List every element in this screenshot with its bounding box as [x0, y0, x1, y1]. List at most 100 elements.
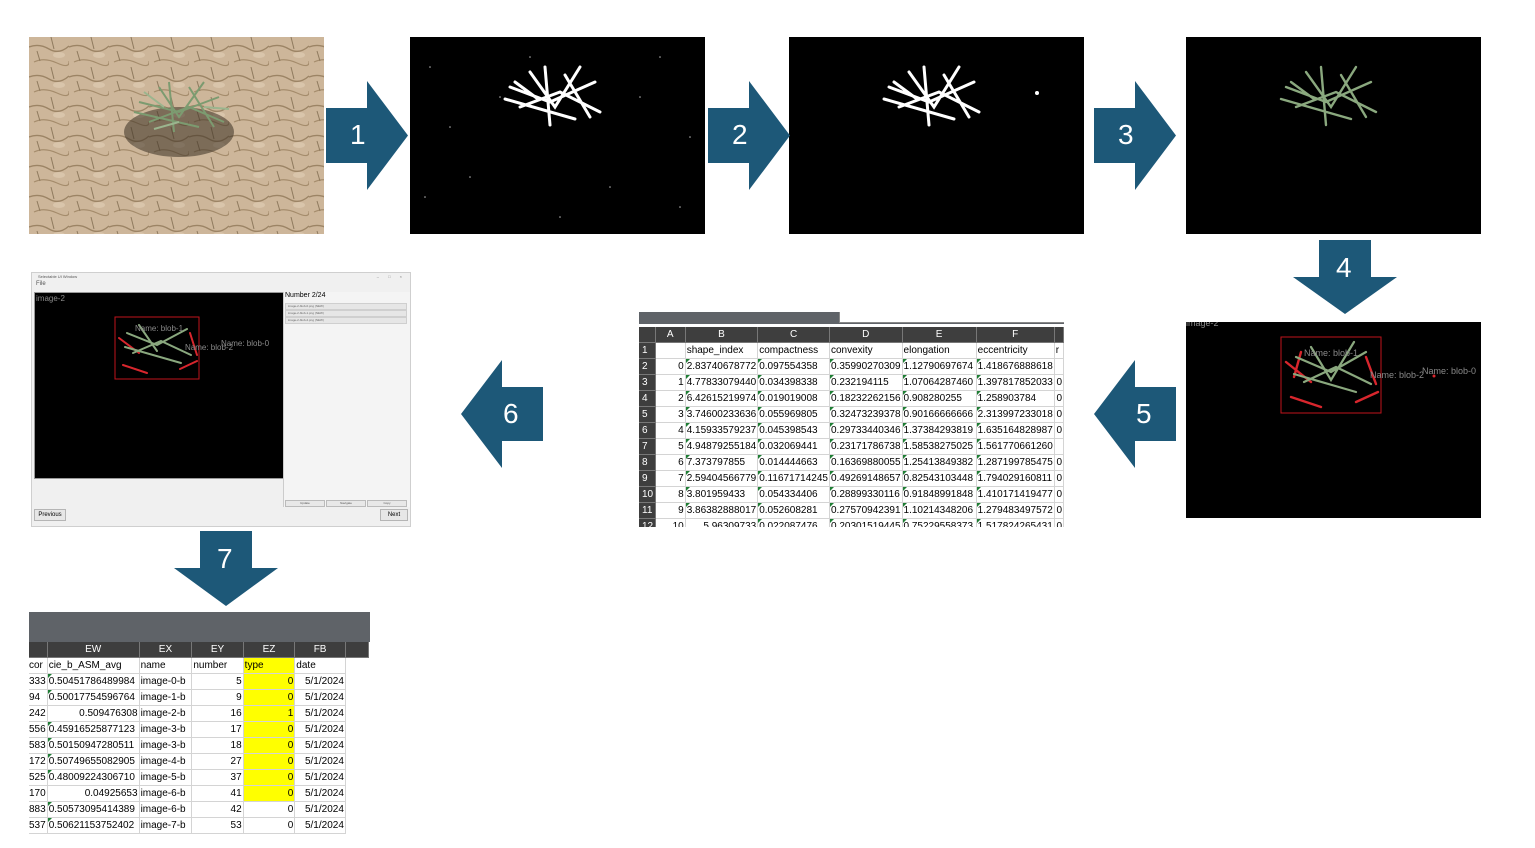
table-cell[interactable]: cie_b_ASM_avg: [47, 657, 140, 674]
table-cell[interactable]: 5.96309733: [685, 518, 759, 527]
table-cell[interactable]: 0: [1054, 502, 1064, 519]
blob-list-item[interactable]: image-2-blob-2.png (NEW): [285, 317, 407, 324]
navigate-button[interactable]: Navigate: [326, 500, 366, 507]
table-cell[interactable]: [1054, 358, 1064, 375]
table-cell[interactable]: 7.373797855: [685, 454, 759, 471]
table-cell[interactable]: 0: [243, 753, 296, 770]
table-cell[interactable]: 1.58538275025: [902, 438, 977, 455]
table-cell[interactable]: 0: [243, 689, 296, 706]
table-cell[interactable]: 0: [243, 673, 296, 690]
table-cell[interactable]: 0: [1054, 470, 1064, 487]
table-cell[interactable]: 6: [655, 454, 686, 471]
table-cell[interactable]: 0.27570942391: [829, 502, 903, 519]
table-cell[interactable]: 0: [1054, 486, 1064, 503]
image-canvas[interactable]: image-2 Name: blob-1 Name: blob-2 Name: …: [34, 292, 284, 479]
row-header[interactable]: 9: [639, 470, 656, 487]
table-cell[interactable]: 5/1/2024: [294, 785, 346, 802]
table-cell[interactable]: image-7-b: [139, 817, 193, 834]
column-header[interactable]: B: [685, 327, 759, 343]
column-header[interactable]: E: [902, 327, 977, 343]
table-cell[interactable]: 3.74600233636: [685, 406, 759, 423]
table-cell[interactable]: 1.397817852033: [976, 374, 1055, 391]
column-header[interactable]: C: [757, 327, 830, 343]
table-cell[interactable]: 0.50621153752402: [47, 817, 140, 834]
table-cell[interactable]: 0.232194115: [829, 374, 903, 391]
table-cell[interactable]: 3.801959433: [685, 486, 759, 503]
table-cell[interactable]: 5/1/2024: [294, 737, 346, 754]
table-cell[interactable]: 9: [191, 689, 244, 706]
copy-button[interactable]: Copy: [367, 500, 407, 507]
column-header[interactable]: EY: [191, 642, 244, 658]
table-cell[interactable]: 1.287199785475: [976, 454, 1055, 471]
table-cell[interactable]: compactness: [757, 342, 830, 359]
table-cell[interactable]: 9: [655, 502, 686, 519]
table-cell[interactable]: image-3-b: [139, 737, 193, 754]
table-cell[interactable]: image-5-b: [139, 769, 193, 786]
row-header[interactable]: 11: [639, 502, 656, 519]
table-cell[interactable]: 1.279483497572: [976, 502, 1055, 519]
table-cell[interactable]: convexity: [829, 342, 903, 359]
table-cell[interactable]: 0.50749655082905: [47, 753, 140, 770]
blob-list-item[interactable]: image-2-blob-1.png (NEW): [285, 310, 407, 317]
table-cell[interactable]: 4.94879255184: [685, 438, 759, 455]
table-cell[interactable]: 0: [1054, 406, 1064, 423]
table-cell[interactable]: 1.418676888618: [976, 358, 1055, 375]
column-header[interactable]: EZ: [243, 642, 296, 658]
column-header[interactable]: [639, 327, 656, 343]
table-cell[interactable]: 0.04925653: [47, 785, 140, 802]
table-cell[interactable]: 1.561770661260: [976, 438, 1055, 455]
window-controls[interactable]: – □ ×: [376, 274, 406, 279]
table-cell[interactable]: 42: [191, 801, 244, 818]
table-cell[interactable]: date: [294, 657, 346, 674]
table-cell[interactable]: [655, 342, 686, 359]
row-header[interactable]: 7: [639, 438, 656, 455]
table-cell[interactable]: 0: [243, 737, 296, 754]
table-cell[interactable]: 0.019019008: [757, 390, 830, 407]
table-cell[interactable]: 27: [191, 753, 244, 770]
table-cell[interactable]: 0.11671714245: [757, 470, 830, 487]
table-cell[interactable]: 1.258903784: [976, 390, 1055, 407]
table-cell[interactable]: elongation: [902, 342, 977, 359]
table-cell[interactable]: number: [191, 657, 244, 674]
table-cell[interactable]: 2.59404566779: [685, 470, 759, 487]
table-cell[interactable]: 525: [29, 769, 48, 786]
column-header[interactable]: EX: [139, 642, 193, 658]
table-cell[interactable]: 0.45916525877123: [47, 721, 140, 738]
table-cell[interactable]: 0.20301519445: [829, 518, 903, 527]
table-cell[interactable]: 4: [655, 422, 686, 439]
table-cell[interactable]: 0.509476308: [47, 705, 140, 722]
table-cell[interactable]: 2.83740678772: [685, 358, 759, 375]
table-cell[interactable]: 8: [655, 486, 686, 503]
table-cell[interactable]: shape_index: [685, 342, 759, 359]
table-cell[interactable]: name: [139, 657, 193, 674]
blob-list-item[interactable]: image-2-blob-0.png (NEW): [285, 303, 407, 310]
table-cell[interactable]: 3.86382888017: [685, 502, 759, 519]
table-cell[interactable]: 0.052608281: [757, 502, 830, 519]
table-cell[interactable]: 0.29733440346: [829, 422, 903, 439]
table-cell[interactable]: 0.35990270309: [829, 358, 903, 375]
table-cell[interactable]: 5/1/2024: [294, 689, 346, 706]
table-cell[interactable]: 5: [655, 438, 686, 455]
table-cell[interactable]: 0: [1054, 422, 1064, 439]
table-cell[interactable]: 2.313997233018: [976, 406, 1055, 423]
row-header[interactable]: 12: [639, 518, 656, 527]
table-cell[interactable]: 170: [29, 785, 48, 802]
table-cell[interactable]: 0.91848991848: [902, 486, 977, 503]
table-cell[interactable]: 4.15933579237: [685, 422, 759, 439]
table-cell[interactable]: 0.23171786738: [829, 438, 903, 455]
table-cell[interactable]: 1.410171419477: [976, 486, 1055, 503]
row-header[interactable]: 2: [639, 358, 656, 375]
table-cell[interactable]: 0: [655, 358, 686, 375]
table-cell[interactable]: image-2-b: [139, 705, 193, 722]
table-cell[interactable]: 5/1/2024: [294, 817, 346, 834]
table-cell[interactable]: 0.82543103448: [902, 470, 977, 487]
table-cell[interactable]: 94: [29, 689, 48, 706]
row-header[interactable]: 8: [639, 454, 656, 471]
table-cell[interactable]: 0: [243, 801, 296, 818]
table-cell[interactable]: image-3-b: [139, 721, 193, 738]
table-cell[interactable]: 1: [243, 705, 296, 722]
table-cell[interactable]: 0.50150947280511: [47, 737, 140, 754]
table-cell[interactable]: 41: [191, 785, 244, 802]
table-cell[interactable]: 556: [29, 721, 48, 738]
table-cell[interactable]: 242: [29, 705, 48, 722]
